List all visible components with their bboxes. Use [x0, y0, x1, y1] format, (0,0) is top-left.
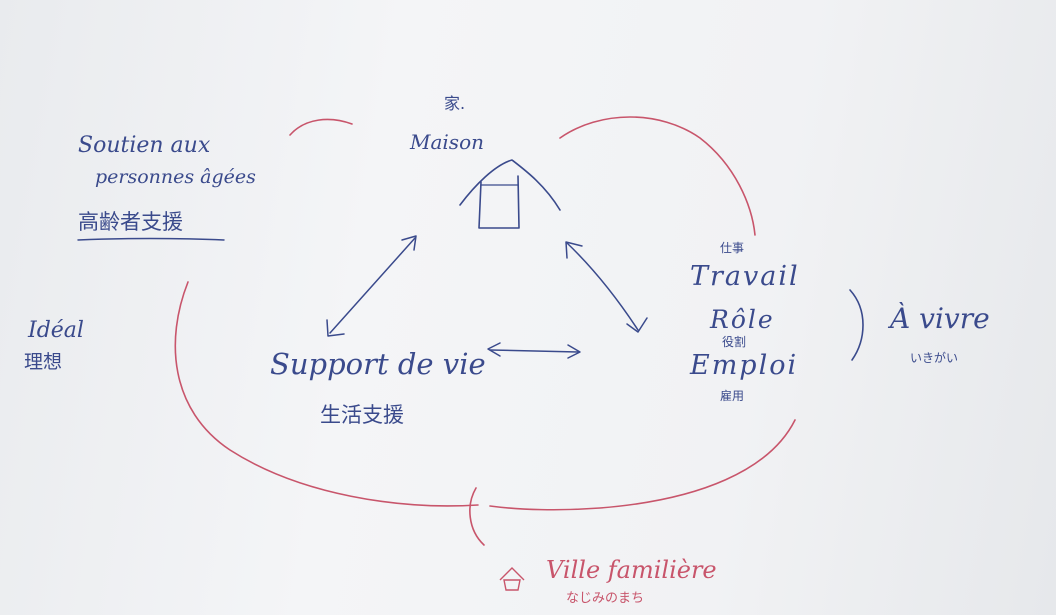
title-line-2: personnes âgées: [95, 166, 256, 188]
title-line-1: Soutien aux: [78, 133, 211, 158]
travail-jp: 仕事: [720, 241, 745, 255]
red-arc-right: [489, 419, 796, 511]
arrow-head-right-top: [565, 241, 583, 259]
title-jp: 高齢者支援: [78, 210, 183, 234]
ideal-jp: 理想: [24, 351, 63, 373]
support-de-vie-jp: 生活支援: [320, 403, 404, 427]
arrow-head-left: [487, 342, 501, 357]
red-arc-left: [174, 281, 479, 507]
right-bracket: [849, 289, 864, 361]
arrow-head-up: [401, 235, 417, 251]
arrow-maison-travail: [566, 242, 639, 331]
role-jp: 役割: [722, 335, 747, 349]
maison-label: Maison: [410, 130, 484, 154]
emploi-jp: 雇用: [720, 389, 745, 403]
a-vivre-jp: いきがい: [910, 351, 959, 365]
house-walls: [478, 175, 520, 229]
arrow-head-down: [326, 319, 345, 337]
arrow-head-right: [567, 344, 581, 359]
red-arc-top-left: [289, 118, 353, 136]
arrow-support-emploi: [489, 349, 579, 353]
emploi-label: Emploi: [690, 350, 799, 381]
arrow-head-right-bottom: [626, 317, 648, 333]
a-vivre-label: À vivre: [890, 302, 990, 335]
town-icon: [499, 567, 525, 591]
support-de-vie-label: Support de vie: [270, 347, 486, 381]
travail-label: Travail: [690, 261, 800, 292]
role-label: Rôle: [710, 305, 775, 334]
ideal-label: Idéal: [28, 318, 84, 343]
red-arc-top-right: [559, 116, 756, 236]
ville-familiere-label: Ville familière: [546, 556, 717, 584]
maison-jp: 家.: [444, 94, 466, 113]
red-bottom-divider: [469, 487, 485, 546]
jp-title-underline: [77, 237, 225, 241]
arrow-maison-support: [329, 237, 416, 334]
ville-familiere-jp: なじみのまち: [566, 591, 645, 606]
house-roof: [459, 159, 561, 211]
